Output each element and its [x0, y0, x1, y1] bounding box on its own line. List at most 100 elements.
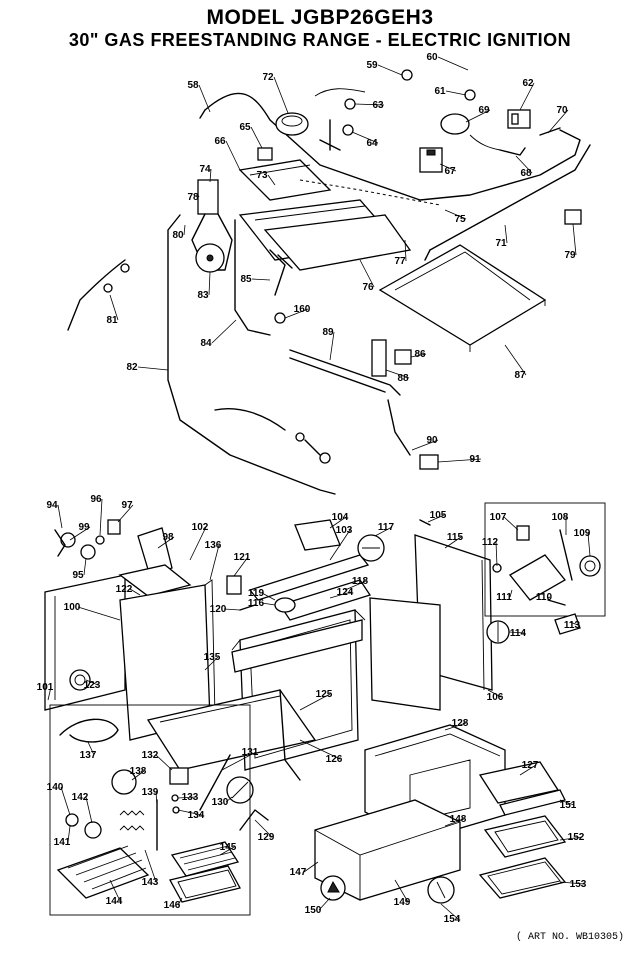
control-block-111: [509, 554, 566, 601]
panel-151: [499, 789, 566, 816]
leader-line-99: [69, 526, 91, 541]
part-label-58: 58: [187, 80, 199, 91]
base-148: [314, 799, 461, 901]
part-label-70: 70: [556, 105, 568, 116]
leader-line-68: [515, 155, 533, 174]
part-label-116: 116: [248, 598, 265, 609]
part-label-85: 85: [240, 274, 252, 285]
part-label-79: 79: [564, 250, 576, 261]
leader-line-131: [221, 751, 257, 771]
part-label-151: 151: [560, 800, 577, 811]
leader-line-70: [547, 109, 569, 134]
part-label-61: 61: [434, 86, 446, 97]
part-label-128: 128: [452, 718, 469, 729]
part-label-99: 99: [78, 522, 90, 533]
clip-129: [239, 809, 269, 831]
leader-line-144: [109, 879, 121, 902]
leader-line-114: [508, 631, 525, 634]
leader-line-61: [445, 90, 467, 96]
leader-line-90: [411, 439, 439, 451]
leader-line-71: [504, 224, 508, 244]
leader-line-121: [233, 556, 249, 577]
leader-line-130: [225, 796, 233, 803]
leader-line-132: [155, 754, 173, 771]
bracket-76: [564, 209, 582, 225]
leader-line-151: [559, 799, 575, 806]
bracket-65: [257, 147, 273, 161]
leader-line-75: [444, 209, 467, 220]
pilot-tube-82: [167, 214, 336, 495]
part-label-69: 69: [478, 105, 490, 116]
part-label-72: 72: [262, 72, 274, 83]
accessory-inset-box: [49, 704, 251, 916]
spring-143: [119, 810, 145, 816]
lamp-109: [579, 555, 601, 577]
part-label-126: 126: [326, 754, 343, 765]
part-label-130: 130: [212, 797, 229, 808]
leader-line-96: [99, 498, 103, 536]
leader-line-84: [211, 319, 237, 344]
leader-line-115: [444, 536, 462, 549]
leader-line-69: [465, 109, 491, 123]
part-label-133: 133: [182, 792, 199, 803]
part-label-160: 160: [294, 304, 311, 315]
gas-pipe-71: [429, 144, 591, 251]
part-label-127: 127: [522, 760, 539, 771]
part-label-152: 152: [568, 832, 585, 843]
leader-line-91: [437, 458, 482, 463]
part-label-140: 140: [47, 782, 64, 793]
leader-line-143: [144, 849, 157, 883]
oven-igniter-88: [371, 339, 387, 377]
part-label-107: 107: [490, 512, 507, 523]
leader-line-113: [569, 621, 579, 626]
bracket-113: [554, 613, 581, 635]
leader-line-118: [344, 580, 367, 591]
part-label-74: 74: [199, 164, 211, 175]
part-label-108: 108: [552, 512, 569, 523]
leader-line-105: [427, 514, 445, 523]
part-label-118: 118: [352, 576, 369, 587]
knob-89: [60, 532, 76, 548]
leader-line-62: [519, 82, 535, 111]
part-label-87: 87: [514, 370, 526, 381]
part-label-97: 97: [121, 500, 133, 511]
range-description: 30" GAS FREESTANDING RANGE - ELECTRIC IG…: [68, 30, 572, 50]
leader-line-65: [250, 126, 263, 149]
leader-line-72: [273, 76, 289, 114]
frame-103: [248, 554, 370, 601]
frame-118: [278, 579, 372, 621]
leader-line-148: [444, 818, 465, 827]
leader-line-147: [303, 861, 319, 873]
part-label-98: 98: [162, 532, 174, 543]
part-label-147: 147: [290, 867, 307, 878]
leader-line-154: [440, 903, 459, 920]
part-label-146: 146: [164, 900, 181, 911]
part-label-129: 129: [258, 832, 275, 843]
bracket-86: [394, 349, 412, 365]
leader-line-135: [204, 656, 219, 671]
leader-line-136: [209, 544, 220, 581]
bracket-121: [226, 575, 242, 595]
part-label-62: 62: [522, 78, 534, 89]
leader-line-77: [404, 239, 407, 262]
leader-line-101: [47, 686, 52, 701]
leader-line-153: [559, 881, 585, 885]
part-label-89: 89: [322, 327, 334, 338]
leader-line-83: [208, 271, 211, 296]
leader-line-123: [85, 679, 99, 686]
leader-line-129: [254, 819, 273, 838]
oven-rack-144: [56, 847, 150, 899]
switch-132: [169, 767, 189, 785]
leader-line-59: [377, 64, 403, 76]
part-label-65: 65: [239, 122, 251, 133]
leader-line-87: [504, 344, 527, 376]
part-label-90: 90: [426, 435, 438, 446]
leader-line-76: [359, 259, 375, 288]
rod-131: [199, 754, 231, 811]
leader-line-104: [329, 516, 347, 529]
burner-valve-69: [440, 113, 470, 135]
leader-line-125: [299, 693, 331, 711]
oven-bottom-126: [146, 689, 317, 771]
part-label-75: 75: [454, 214, 466, 225]
